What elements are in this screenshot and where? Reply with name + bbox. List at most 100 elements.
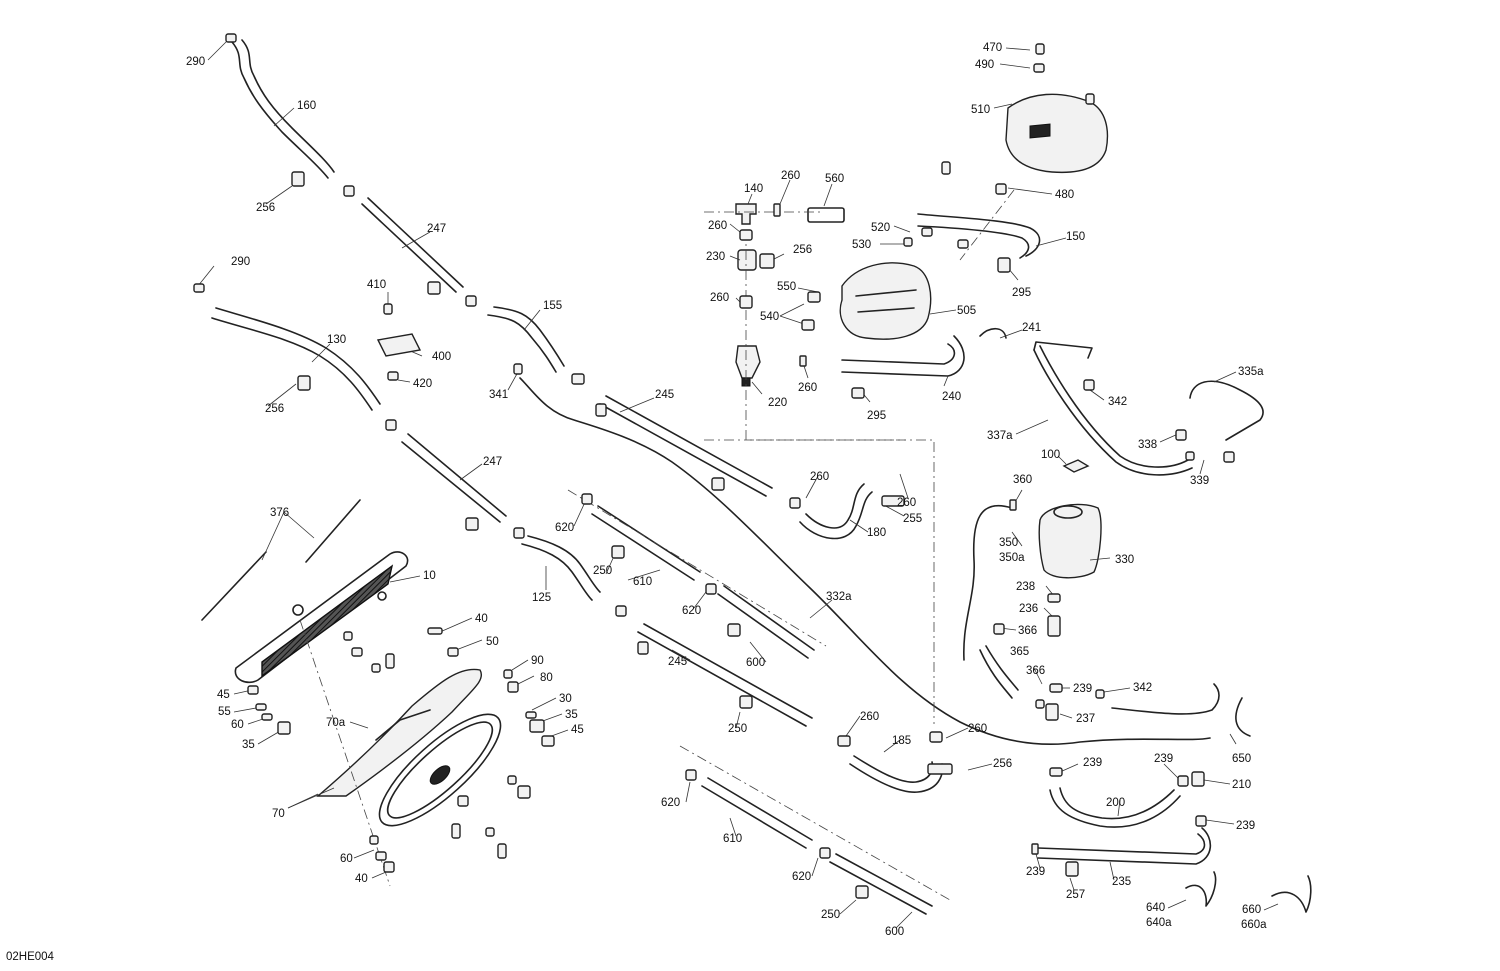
- label-620a: 620: [555, 522, 574, 534]
- label-60a: 60: [231, 719, 244, 731]
- label-540: 540: [760, 311, 779, 323]
- label-239e: 239: [1026, 866, 1045, 878]
- label-130: 130: [327, 334, 346, 346]
- line-337a: [1033, 341, 1193, 476]
- hose-160: [231, 39, 335, 179]
- label-505: 505: [957, 305, 976, 317]
- label-185: 185: [892, 735, 911, 747]
- label-260a: 260: [860, 711, 879, 723]
- label-510: 510: [971, 104, 990, 116]
- label-470: 470: [983, 42, 1002, 54]
- label-366b: 366: [1026, 665, 1045, 677]
- label-620d: 620: [792, 871, 811, 883]
- label-245a: 245: [655, 389, 674, 401]
- label-600b: 600: [885, 926, 904, 938]
- fan-70: [378, 713, 502, 827]
- label-260d: 260: [897, 497, 916, 509]
- line-350: [963, 504, 1013, 661]
- label-237: 237: [1076, 713, 1095, 725]
- label-257: 257: [1066, 889, 1085, 901]
- label-660: 660: [1242, 904, 1261, 916]
- hose-640: [1185, 871, 1217, 907]
- label-90: 90: [531, 655, 544, 667]
- line-332a: [519, 377, 1211, 746]
- label-250a: 250: [593, 565, 612, 577]
- label-260f: 260: [708, 220, 727, 232]
- label-245b: 245: [668, 656, 687, 668]
- label-35b: 35: [242, 739, 255, 751]
- label-350a: 350a: [999, 552, 1025, 564]
- label-238: 238: [1016, 581, 1035, 593]
- label-560: 560: [825, 173, 844, 185]
- label-180: 180: [867, 527, 886, 539]
- diagram-code: 02HE004: [6, 951, 55, 963]
- label-247a: 247: [427, 223, 446, 235]
- label-140: 140: [744, 183, 763, 195]
- label-80: 80: [540, 672, 553, 684]
- label-255: 255: [903, 513, 922, 525]
- label-55: 55: [218, 706, 231, 718]
- label-50: 50: [486, 636, 499, 648]
- label-70: 70: [272, 808, 285, 820]
- radiator-10: [234, 551, 409, 684]
- label-256b: 256: [265, 403, 284, 415]
- label-339: 339: [1190, 475, 1209, 487]
- label-260c: 260: [810, 471, 829, 483]
- tube-245-lower: [637, 623, 813, 727]
- label-530: 530: [852, 239, 871, 251]
- line-650: [1111, 683, 1251, 737]
- label-100: 100: [1041, 449, 1060, 461]
- valve-220: [735, 345, 761, 387]
- label-250c: 250: [821, 909, 840, 921]
- label-247b: 247: [483, 456, 502, 468]
- label-376: 376: [270, 507, 289, 519]
- label-337a: 337a: [987, 430, 1013, 442]
- fan-shroud-70a: [316, 668, 483, 797]
- hose-125: [521, 535, 601, 601]
- label-45a: 45: [571, 724, 584, 736]
- label-230: 230: [706, 251, 725, 263]
- label-610b: 610: [723, 833, 742, 845]
- tube-600-upper: [717, 585, 815, 659]
- hose-150: [917, 213, 1041, 259]
- label-550: 550: [777, 281, 796, 293]
- label-256a: 256: [256, 202, 275, 214]
- label-600a: 600: [746, 657, 765, 669]
- housing-505: [839, 262, 932, 340]
- cap-100: [1062, 459, 1090, 473]
- tube-247-lower: [401, 433, 507, 523]
- label-239d: 239: [1236, 820, 1255, 832]
- label-239c: 239: [1154, 753, 1173, 765]
- label-210: 210: [1232, 779, 1251, 791]
- label-620b: 620: [682, 605, 701, 617]
- label-260e: 260: [781, 170, 800, 182]
- tube-600-lower: [829, 853, 933, 915]
- hose-240: [841, 335, 965, 377]
- label-332a: 332a: [826, 591, 852, 603]
- hose-130: [211, 307, 381, 411]
- label-256d: 256: [793, 244, 812, 256]
- label-260g: 260: [710, 292, 729, 304]
- label-45b: 45: [217, 689, 230, 701]
- reservoir-330: [1038, 503, 1102, 579]
- label-335a: 335a: [1238, 366, 1264, 378]
- label-60b: 60: [340, 853, 353, 865]
- label-342a: 342: [1108, 396, 1127, 408]
- label-400: 400: [432, 351, 451, 363]
- label-30: 30: [559, 693, 572, 705]
- label-610a: 610: [633, 576, 652, 588]
- label-650: 650: [1232, 753, 1251, 765]
- label-480: 480: [1055, 189, 1074, 201]
- label-490: 490: [975, 59, 994, 71]
- label-125: 125: [532, 592, 551, 604]
- rod-376: [201, 499, 361, 621]
- label-150: 150: [1066, 231, 1085, 243]
- hose-180: [799, 483, 873, 540]
- label-290a: 290: [186, 56, 205, 68]
- label-620c: 620: [661, 797, 680, 809]
- hose-365: [979, 645, 1019, 699]
- label-235: 235: [1112, 876, 1131, 888]
- label-35a: 35: [565, 709, 578, 721]
- fasteners: [193, 33, 1235, 899]
